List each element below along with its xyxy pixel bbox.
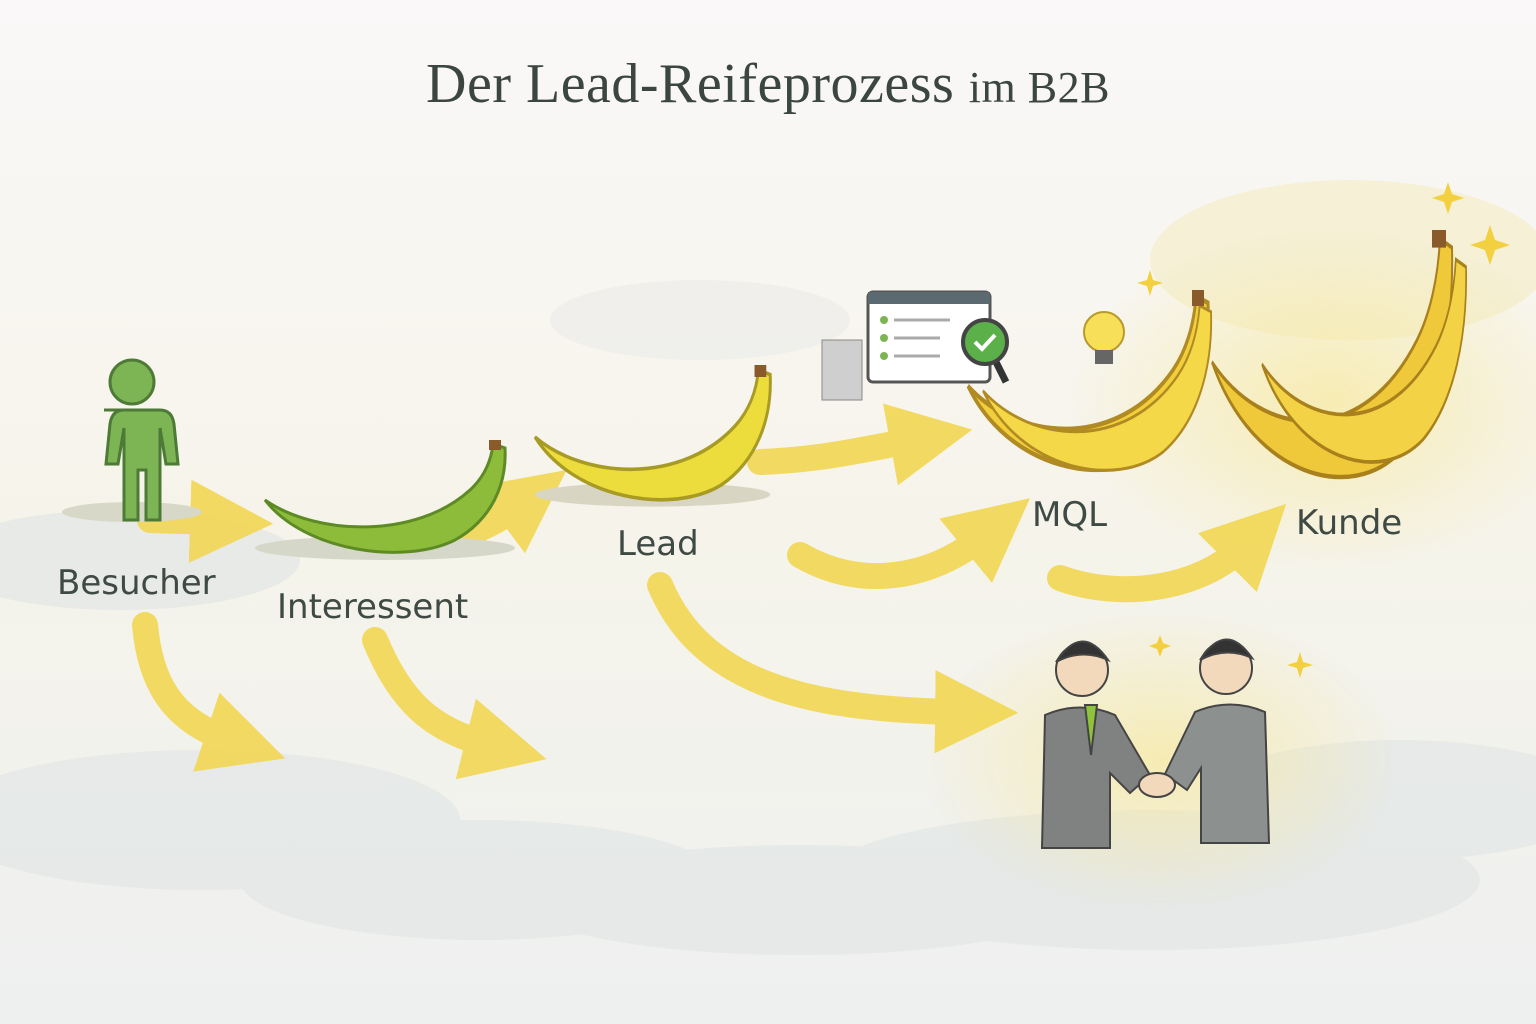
green-banana-icon	[255, 440, 515, 560]
page-title: Der Lead-Reifeprozess im B2B	[0, 52, 1536, 116]
dashboard-checklist-icon	[821, 290, 1010, 401]
flow-arrows	[132, 403, 1287, 780]
stage-label-mql: MQL	[1032, 495, 1108, 535]
ripe-banana-icon	[968, 290, 1213, 470]
title-suffix: im B2B	[968, 63, 1110, 112]
sparkle-icons	[1137, 182, 1510, 678]
stage-label-lead: Lead	[617, 524, 699, 564]
person-icon	[62, 358, 202, 522]
stage-label-interessent: Interessent	[277, 587, 469, 627]
stage-label-besucher: Besucher	[57, 563, 216, 603]
banana-bunch-icon	[1212, 230, 1469, 477]
yellow-green-banana-icon	[533, 365, 773, 507]
lightbulb-icon	[1083, 311, 1125, 364]
handshake-businesspeople-icon	[1040, 638, 1271, 849]
title-main: Der Lead-Reifeprozess	[426, 53, 955, 115]
stage-label-kunde: Kunde	[1296, 503, 1403, 543]
